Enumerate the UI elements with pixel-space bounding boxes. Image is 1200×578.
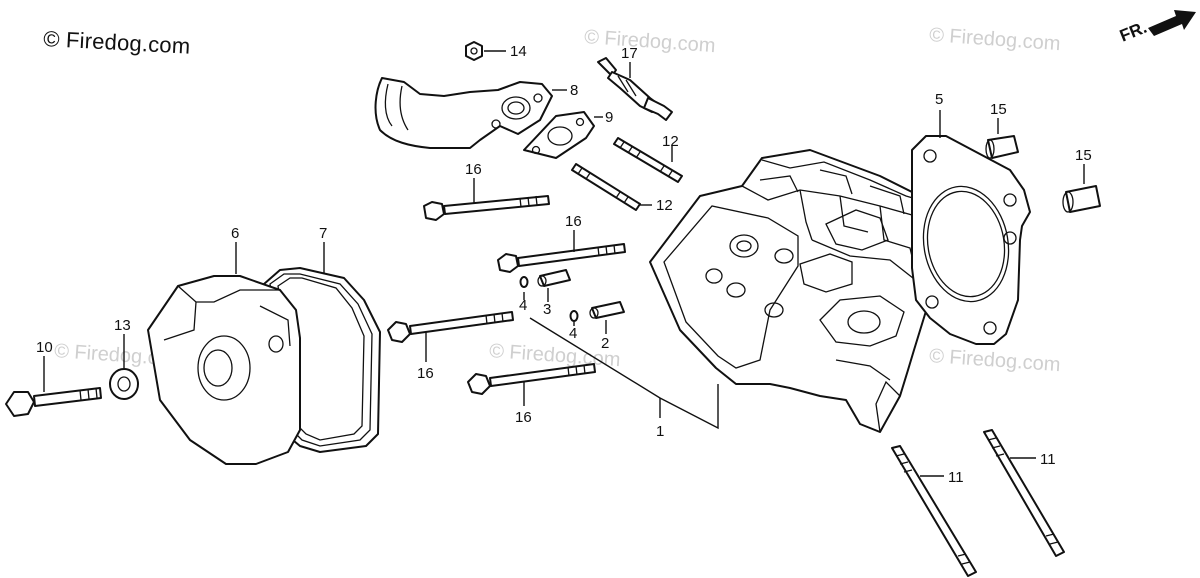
callout-16c: 16 xyxy=(417,365,434,382)
spark-plug-17 xyxy=(597,57,673,121)
bolt-16-left xyxy=(387,311,514,362)
head-gasket-5 xyxy=(911,110,1031,345)
callout-8: 8 xyxy=(570,82,578,99)
callout-2: 2 xyxy=(601,335,609,352)
o-ring-4a xyxy=(519,276,529,300)
gasket-9 xyxy=(523,111,603,159)
o-ring-4b xyxy=(569,310,579,326)
cylinder-head-1 xyxy=(649,149,941,433)
callout-16d: 16 xyxy=(515,409,532,426)
stud-11-right xyxy=(983,429,1065,557)
callout-12b: 12 xyxy=(656,197,673,214)
head-cover-6 xyxy=(147,242,301,465)
bolt-16-mid xyxy=(497,230,626,273)
callout-6: 6 xyxy=(231,225,239,242)
stud-12-lower xyxy=(571,163,652,211)
bolt-16-top xyxy=(423,178,550,221)
dowel-3 xyxy=(537,269,571,302)
callout-16b: 16 xyxy=(565,213,582,230)
callout-14: 14 xyxy=(510,43,527,60)
washer-13 xyxy=(109,334,139,400)
intake-pipe-8 xyxy=(374,77,567,149)
callout-9: 9 xyxy=(605,109,613,126)
callout-1: 1 xyxy=(656,423,664,440)
callout-15a: 15 xyxy=(990,101,1007,118)
callout-4a: 4 xyxy=(519,297,527,314)
stud-11-left xyxy=(891,445,977,577)
callout-15b: 15 xyxy=(1075,147,1092,164)
callout-11a: 11 xyxy=(948,469,964,486)
callout-13: 13 xyxy=(114,317,131,334)
callout-7: 7 xyxy=(319,225,327,242)
dowel-2 xyxy=(589,301,625,334)
front-arrow-icon xyxy=(1148,10,1196,36)
nut-14 xyxy=(465,41,506,61)
stud-12-upper xyxy=(613,137,683,183)
callout-11b: 11 xyxy=(1040,451,1056,468)
callout-12a: 12 xyxy=(662,133,679,150)
callout-3: 3 xyxy=(543,301,551,318)
callout-16a: 16 xyxy=(465,161,482,178)
bolt-10 xyxy=(5,356,102,417)
callout-5: 5 xyxy=(935,91,943,108)
callout-17: 17 xyxy=(621,45,638,62)
dowel-15-upper xyxy=(985,118,1019,159)
dowel-15-lower xyxy=(1062,164,1101,213)
callout-10: 10 xyxy=(36,339,53,356)
bolt-16-bottom xyxy=(467,363,596,406)
callout-4b: 4 xyxy=(569,325,577,342)
